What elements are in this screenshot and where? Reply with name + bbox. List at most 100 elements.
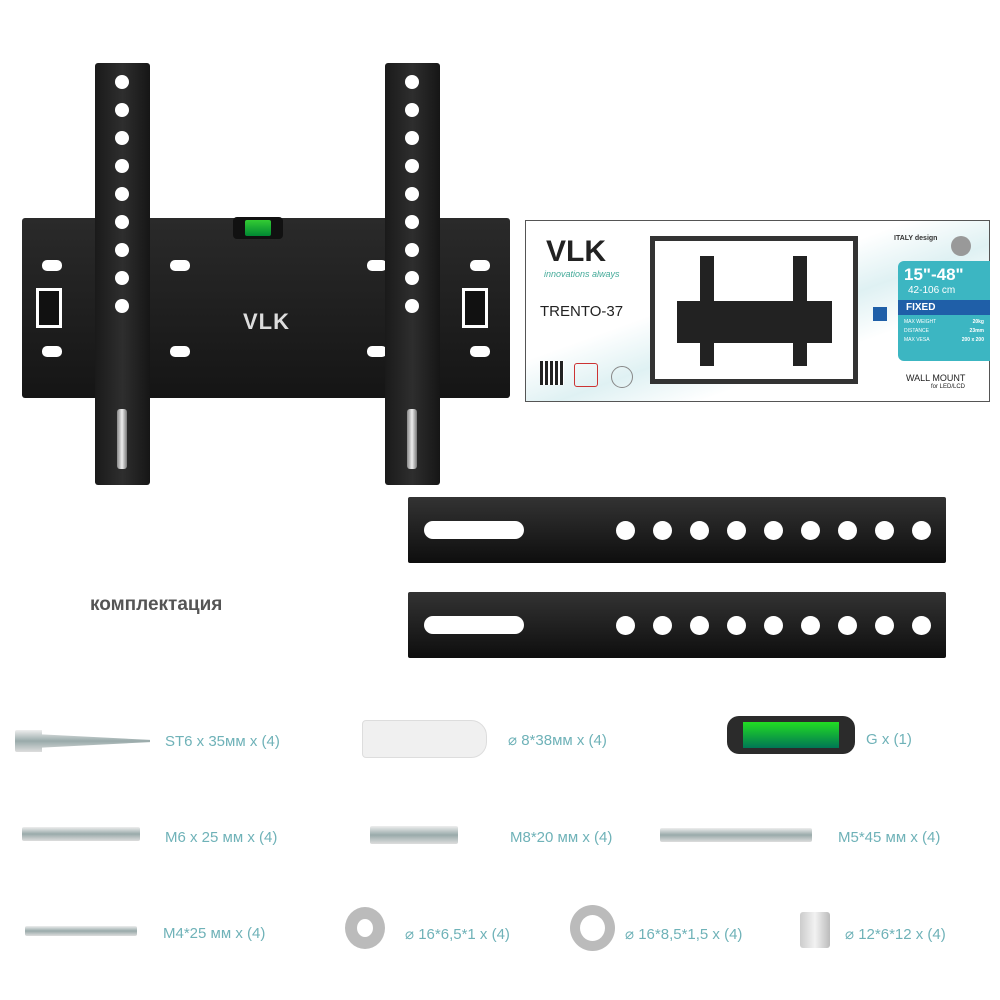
bolt-m6-icon [22,827,140,841]
part-label: ST6 x 35мм x (4) [165,733,280,750]
mounting-hole [912,521,931,540]
box-model: TRENTO-37 [540,303,624,320]
spacer-icon [800,912,830,948]
arm-slot [424,521,524,539]
spec-value: 200 x 200 [961,337,984,343]
tv-arm-bracket [408,497,946,563]
spirit-level-icon [727,716,855,754]
part-label: M5*45 мм x (4) [838,829,941,846]
box-footer-title: WALL MOUNT [906,373,966,383]
mounting-hole [405,131,419,145]
size-inches: 15"-48" [904,265,964,284]
plate-slot [367,260,387,271]
part-label: M4*25 мм x (4) [163,925,266,942]
mounting-hole [727,521,746,540]
mounting-hole [405,187,419,201]
plate-slot [42,346,62,357]
level-vial [743,722,839,748]
mounting-hole [801,521,820,540]
plate-window [36,288,62,328]
qr-code-icon [540,361,564,385]
mounting-hole [653,521,672,540]
tv-arm-bracket [408,592,946,658]
kit-heading: комплектация [90,594,223,615]
mini-bracket [700,256,714,366]
box-brand: VLK [546,235,606,268]
fixed-type-icon [873,307,887,321]
mounting-hole [875,616,894,635]
arm-slot [424,616,524,634]
mounting-hole [115,215,129,229]
spec-row: DISTANCE 23mm [904,327,984,336]
bolt-m4-icon [25,926,137,936]
mounting-hole [875,521,894,540]
wood-screw-icon [15,730,150,752]
mounting-hole [115,103,129,117]
mounting-hole [115,75,129,89]
mounting-hole [690,616,709,635]
plate-slot [42,260,62,271]
bubble-level [233,217,283,239]
washer-large-icon [570,905,615,951]
origin-badge: ITALY design [894,235,938,242]
mounting-hole [838,616,857,635]
quality-seal-icon [611,366,633,388]
plate-slot [170,260,190,271]
left-vertical-bracket [95,63,150,485]
mounting-hole [838,521,857,540]
plate-slot [367,346,387,357]
spec-label: DISTANCE [904,328,929,334]
warranty-icon [951,236,971,256]
spec-label: MAX VESA [904,337,930,343]
mounting-hole [405,299,419,313]
bolt-m8-icon [370,826,458,844]
part-label: ⌀ 16*8,5*1,5 x (4) [625,926,743,943]
mounting-hole [764,521,783,540]
part-label: M8*20 мм x (4) [510,829,613,846]
plate-window [462,288,488,328]
mounting-hole [801,616,820,635]
mounting-hole [405,159,419,173]
mounting-hole [115,299,129,313]
mounting-hole [405,243,419,257]
part-label: ⌀ 12*6*12 x (4) [845,926,946,943]
mounting-hole [727,616,746,635]
part-label: G x (1) [866,731,912,748]
spec-value: 20kg [972,319,984,325]
spec-value: 23mm [969,328,984,334]
mounting-hole [616,616,635,635]
washer-small-icon [345,907,385,949]
part-label: ⌀ 16*6,5*1 x (4) [405,926,510,943]
plate-slot [470,346,490,357]
mounting-hole [764,616,783,635]
mounting-hole [115,159,129,173]
mounting-hole [405,215,419,229]
right-vertical-bracket [385,63,440,485]
mounting-hole [405,271,419,285]
mounting-hole [653,616,672,635]
product-box: VLK innovations always TRENTO-37 ITALY d… [525,220,990,402]
box-footer-sub: for LED/LCD [931,384,966,390]
wall-plug-icon [362,720,487,758]
brand-logo: VLK [243,309,290,334]
spec-row: MAX VESA 200 x 200 [904,336,984,345]
size-cm: 42-106 cm [908,285,956,296]
certificate-icon [574,363,598,387]
mounting-hole [405,103,419,117]
mounting-hole [405,75,419,89]
box-tv-image [650,236,858,384]
bolt-m5-icon [660,828,812,842]
mounting-hole [912,616,931,635]
mounting-hole [115,187,129,201]
box-tagline: innovations always [544,269,620,279]
mounting-hole [115,271,129,285]
mounting-hole [115,131,129,145]
mount-type: FIXED [898,300,990,315]
plate-slot [470,260,490,271]
mounting-hole [115,243,129,257]
mounting-hole [690,521,709,540]
safety-bolt [407,409,417,469]
